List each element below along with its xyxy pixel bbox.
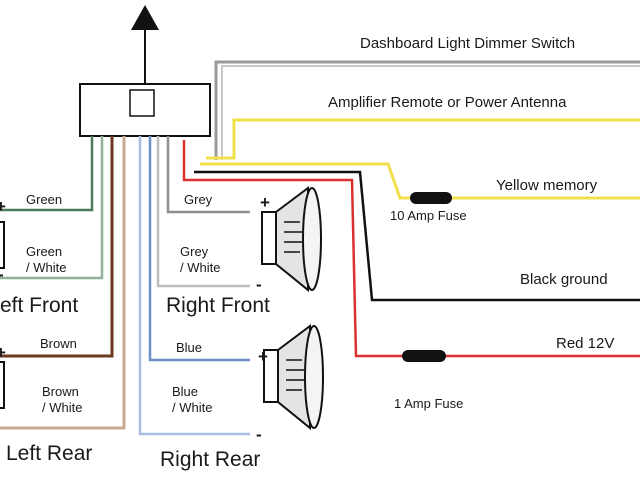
left-rear-neg-label-1: Brown bbox=[42, 384, 79, 399]
right-front-label: Right Front bbox=[166, 294, 270, 317]
right-front-pos-wire bbox=[166, 136, 250, 214]
antenna-arrow-icon bbox=[131, 5, 159, 30]
left-rear-pos-label: Brown bbox=[40, 336, 77, 351]
left-front-minus: - bbox=[0, 265, 4, 284]
left-rear-speaker-icon bbox=[0, 361, 5, 409]
ground-wire bbox=[194, 170, 640, 302]
right-rear-neg-label-1: Blue bbox=[172, 384, 198, 399]
right-front-minus: - bbox=[256, 275, 262, 294]
right-rear-neg-label-2: / White bbox=[172, 400, 212, 415]
ground-label: Black ground bbox=[520, 271, 608, 288]
left-front-speaker-icon bbox=[0, 221, 5, 269]
left-rear-label: Left Rear bbox=[6, 442, 92, 465]
right-front-neg-label-1: Grey bbox=[180, 244, 209, 259]
amp-remote-label: Amplifier Remote or Power Antenna bbox=[328, 94, 567, 111]
dimmer-wire-inner bbox=[221, 65, 640, 160]
right-rear-neg-wire bbox=[138, 136, 250, 436]
right-rear-pos-label: Blue bbox=[176, 340, 202, 355]
left-front-pos-wire bbox=[0, 136, 94, 212]
left-rear-neg-wire bbox=[0, 136, 126, 430]
dimmer-label: Dashboard Light Dimmer Switch bbox=[360, 35, 575, 52]
left-front-pos-label: Green bbox=[26, 192, 62, 207]
fuse-1-label: 1 Amp Fuse bbox=[394, 396, 463, 411]
right-rear-plus: + bbox=[258, 347, 268, 366]
left-front-neg-wire bbox=[0, 136, 104, 280]
right-front-plus: + bbox=[260, 193, 270, 212]
left-front-label: eft Front bbox=[0, 294, 78, 317]
antenna-jack bbox=[129, 89, 155, 117]
fuse-10-label: 10 Amp Fuse bbox=[390, 208, 467, 223]
dimmer-wire bbox=[214, 60, 640, 160]
red-12v-label: Red 12V bbox=[556, 335, 614, 352]
right-rear-speaker-icon bbox=[263, 324, 324, 431]
yellow-memory-label: Yellow memory bbox=[496, 177, 598, 194]
right-front-neg-label-2: / White bbox=[180, 260, 220, 275]
right-rear-label: Right Rear bbox=[160, 448, 260, 471]
amp-remote-wire bbox=[206, 118, 640, 160]
left-rear-plus: + bbox=[0, 343, 6, 362]
right-front-pos-label: Grey bbox=[184, 192, 213, 207]
fuse-10-amp bbox=[410, 192, 452, 204]
right-rear-minus: - bbox=[256, 425, 262, 444]
right-front-neg-wire bbox=[156, 136, 250, 288]
right-front-speaker-icon bbox=[261, 186, 322, 293]
left-front-neg-label-1: Green bbox=[26, 244, 62, 259]
yellow-memory-wire bbox=[200, 162, 640, 200]
fuse-1-amp bbox=[402, 350, 446, 362]
left-rear-pos-wire bbox=[0, 136, 114, 358]
right-rear-pos-wire bbox=[148, 136, 250, 362]
left-rear-neg-label-2: / White bbox=[42, 400, 82, 415]
left-front-neg-label-2: / White bbox=[26, 260, 66, 275]
left-front-plus: + bbox=[0, 197, 6, 216]
red-12v-wire bbox=[182, 140, 640, 358]
